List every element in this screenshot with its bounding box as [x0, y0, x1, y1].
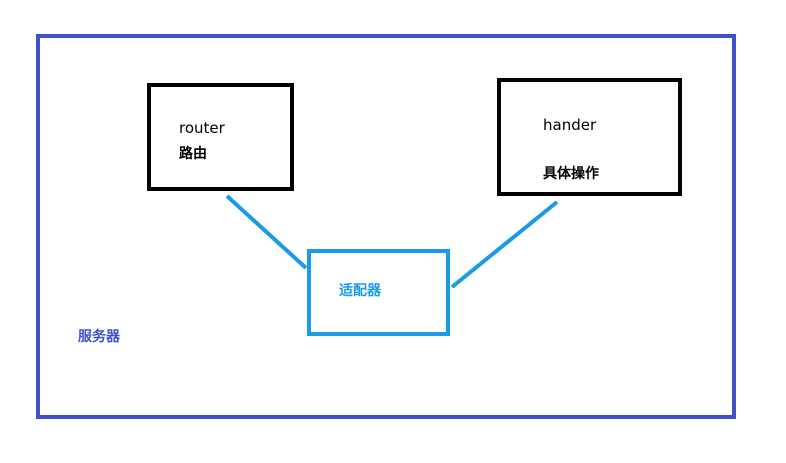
- router-label: router: [179, 119, 225, 137]
- router-sublabel: 路由: [179, 146, 207, 162]
- adapter-node: [307, 249, 450, 336]
- router-node: [147, 83, 294, 191]
- handler-label: hander: [543, 116, 597, 134]
- server-frame: [36, 34, 736, 419]
- handler-sublabel: 具体操作: [543, 166, 599, 182]
- adapter-label: 适配器: [339, 283, 381, 299]
- router-adapter-connector: [225, 194, 308, 270]
- server-label: 服务器: [78, 329, 120, 345]
- handler-adapter-connector: [450, 200, 559, 289]
- handler-node: [497, 78, 682, 196]
